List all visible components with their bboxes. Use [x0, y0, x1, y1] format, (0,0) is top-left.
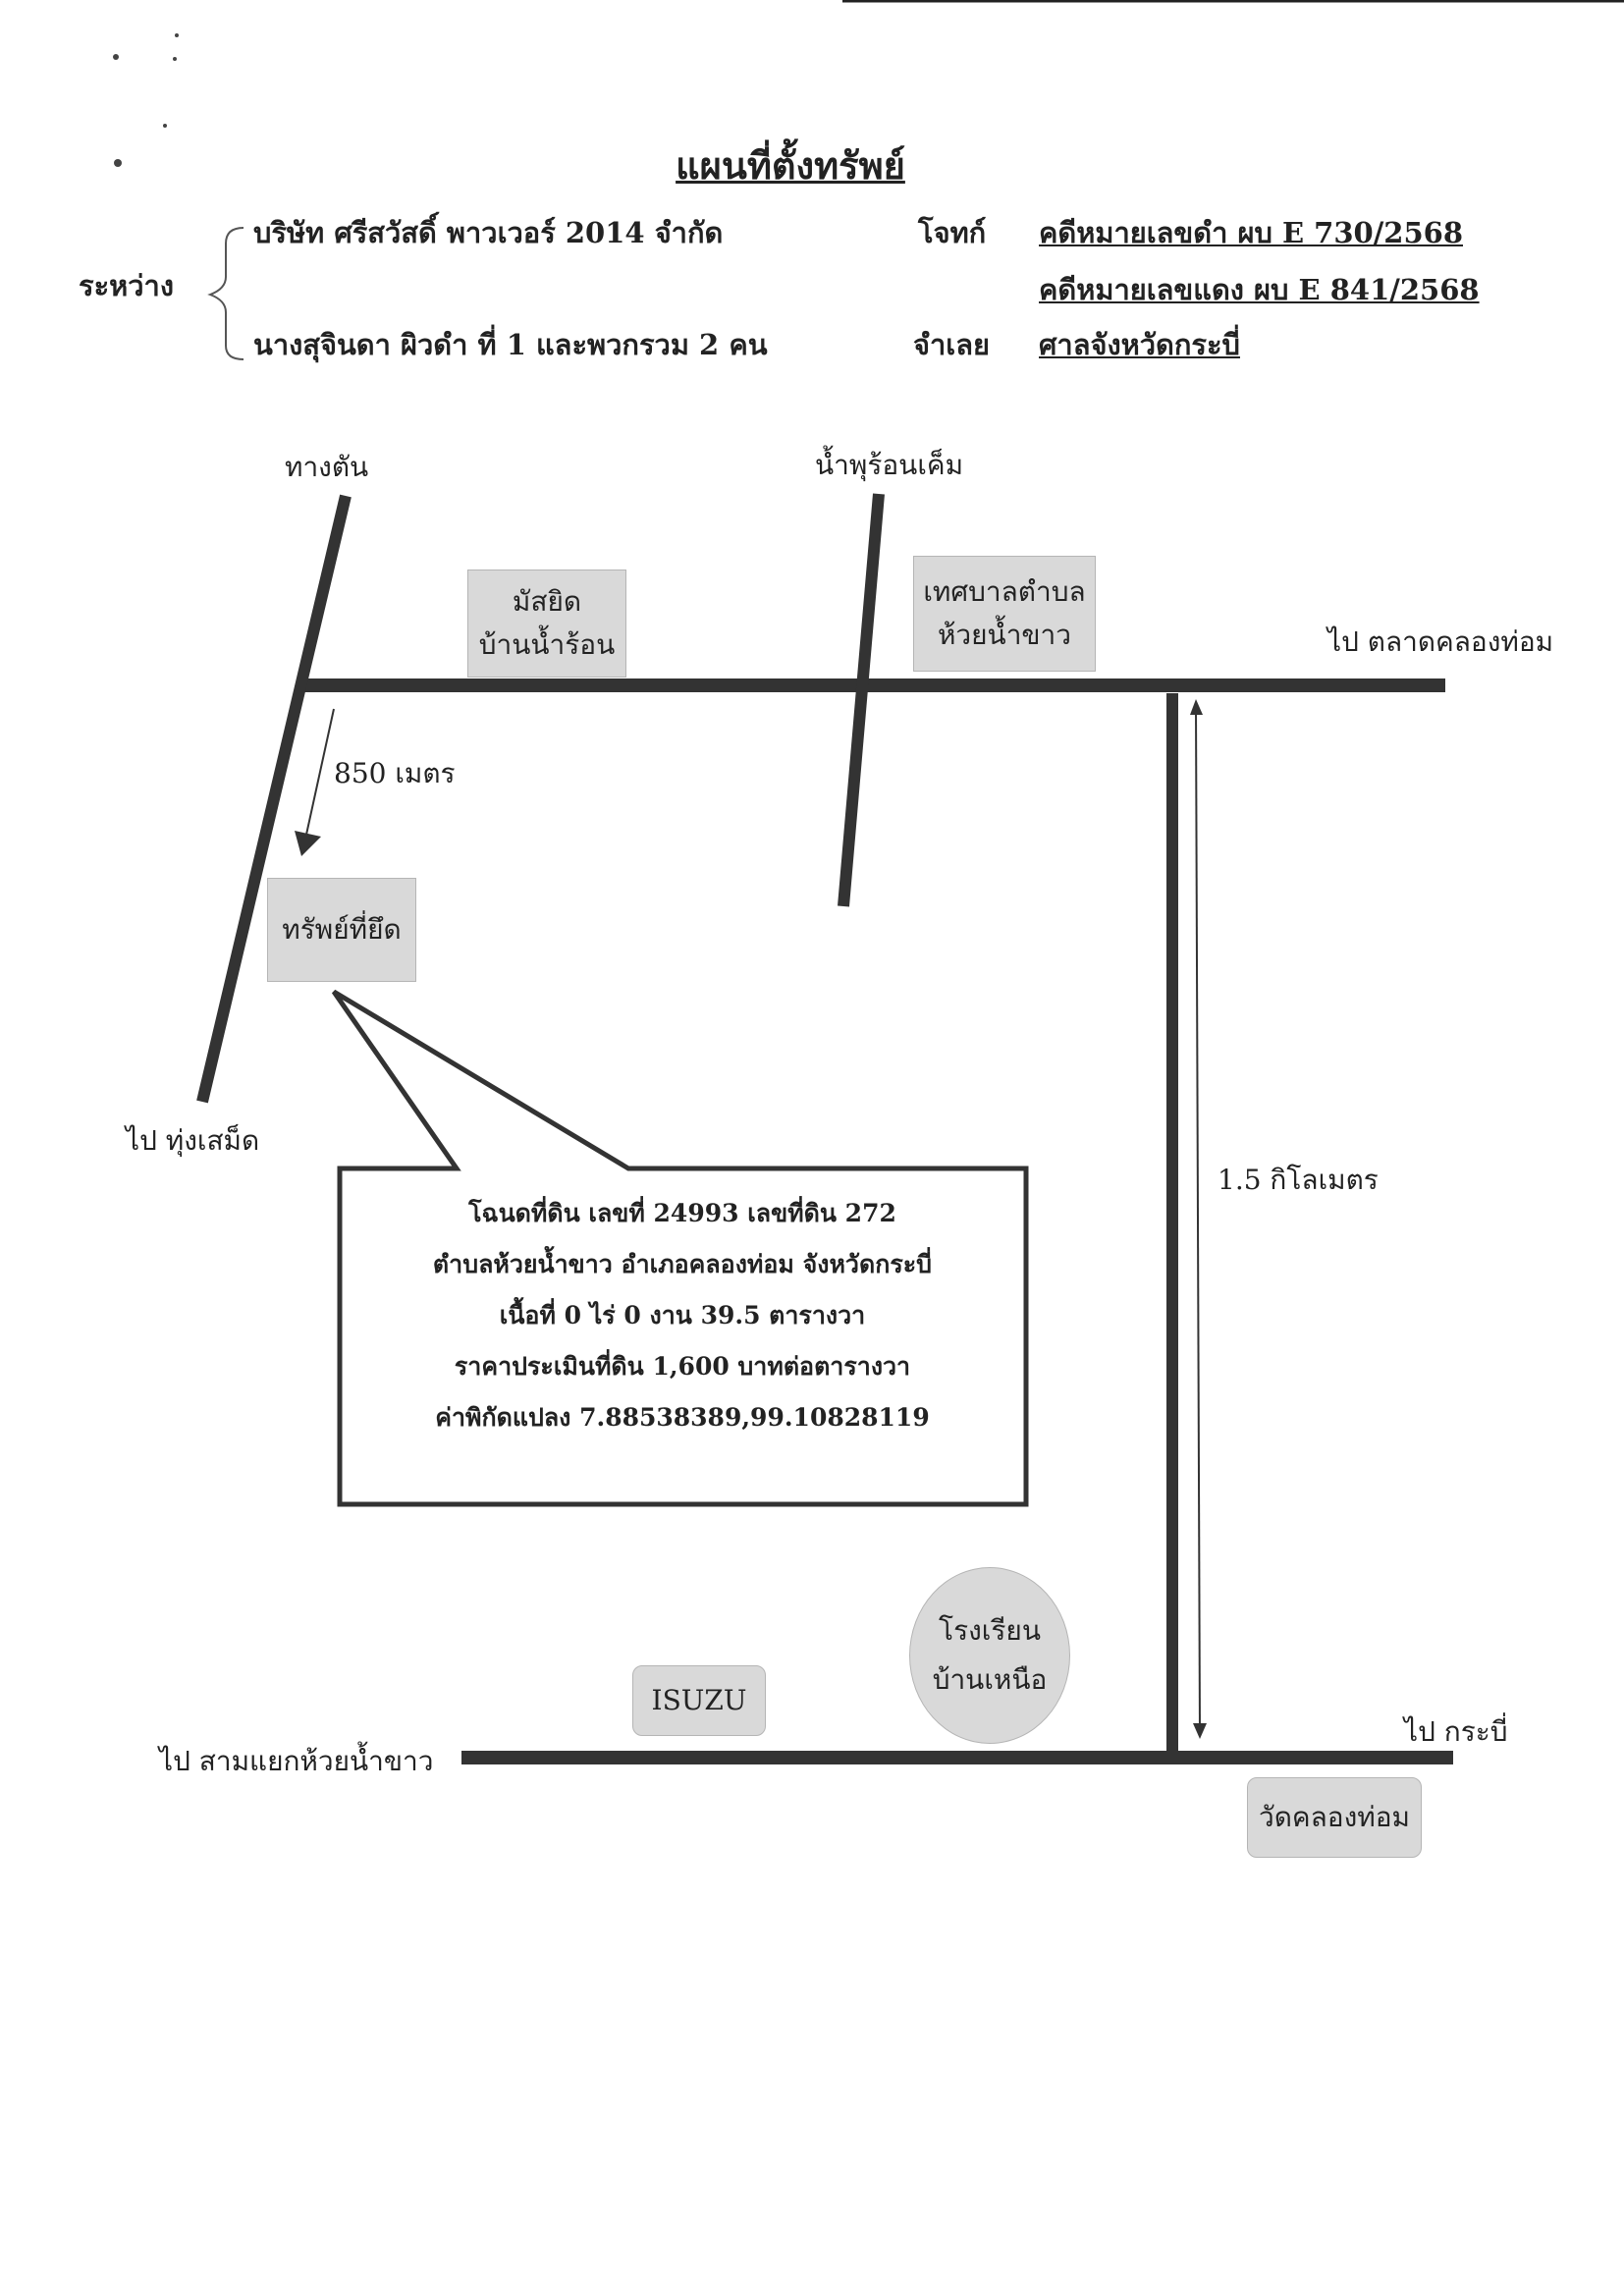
black-case-number: คดีหมายเลขดำ ผบ E 730/2568 — [1039, 216, 1463, 249]
mosque-label-line1: มัสยิด — [512, 585, 582, 618]
landmark-municipality: เทศบาลตำบล ห้วยน้ำขาว — [913, 556, 1096, 672]
label-to-samyaek-huai-nam-khao: ไป สามแยกห้วยน้ำขาว — [159, 1745, 434, 1777]
label-dead-end: ทางตัน — [285, 451, 369, 483]
arrow-850m-head — [295, 831, 321, 856]
seized-property-label: ทรัพย์ที่ยึด — [282, 913, 402, 946]
landmark-temple: วัดคลองท่อม — [1247, 1777, 1422, 1858]
school-label-line1: โรงเรียน — [939, 1614, 1041, 1647]
red-case-number: คดีหมายเลขแดง ผบ E 841/2568 — [1039, 273, 1480, 306]
between-label: ระหว่าง — [79, 269, 174, 302]
label-distance-850m: 850 เมตร — [334, 757, 456, 789]
callout-box — [331, 989, 1029, 1507]
landmark-seized-property: ทรัพย์ที่ยึด — [267, 878, 416, 982]
isuzu-label: ISUZU — [651, 1684, 747, 1716]
landmark-mosque: มัสยิด บ้านน้ำร้อน — [467, 570, 626, 678]
arrow-850m-line — [305, 708, 335, 836]
page-title: แผนที่ตั้งทรัพย์ — [676, 143, 905, 188]
scan-speck — [113, 54, 119, 60]
dimension-15km-line — [1195, 704, 1201, 1734]
landmark-isuzu: ISUZU — [632, 1665, 766, 1736]
court-name: ศาลจังหวัดกระบี่ — [1039, 328, 1240, 361]
callout-area-line: เนื้อที่ 0 ไร่ 0 งาน 39.5 ตารางวา — [499, 1301, 866, 1329]
plaintiff-name: บริษัท ศรีสวัสดิ์ พาวเวอร์ 2014 จำกัด — [253, 216, 724, 249]
label-to-krabi: ไป กระบี่ — [1404, 1715, 1508, 1748]
school-label-line2: บ้านเหนือ — [932, 1663, 1048, 1696]
municipality-label-line1: เทศบาลตำบล — [923, 575, 1086, 608]
scan-speck — [163, 124, 167, 128]
dimension-15km-head-top — [1190, 699, 1203, 715]
defendant-role: จำเลย — [913, 328, 990, 361]
road-diagonal-left — [196, 494, 352, 1104]
plaintiff-role: โจทก์ — [918, 216, 987, 249]
callout-deed-line: โฉนดที่ดิน เลขที่ 24993 เลขที่ดิน 272 — [468, 1199, 896, 1227]
callout-details: โฉนดที่ดิน เลขที่ 24993 เลขที่ดิน 272 ตำ… — [344, 1188, 1021, 1443]
mosque-label-line2: บ้านน้ำร้อน — [478, 628, 616, 661]
label-distance-15km: 1.5 กิโลเมตร — [1218, 1164, 1379, 1196]
dimension-15km-head-bottom — [1193, 1723, 1207, 1739]
header-brace — [207, 227, 244, 360]
landmark-school: โรงเรียน บ้านเหนือ — [909, 1567, 1070, 1744]
callout-location-line: ตำบลห้วยน้ำขาว อำเภอคลองท่อม จังหวัดกระบ… — [432, 1250, 933, 1278]
temple-label: วัดคลองท่อม — [1258, 1801, 1410, 1833]
callout-appraisal-line: ราคาประเมินที่ดิน 1,600 บาทต่อตารางวา — [454, 1352, 911, 1381]
road-hot-spring — [838, 493, 885, 907]
defendant-name: นางสุจินดา ผิวดำ ที่ 1 และพวกรวม 2 คน — [253, 328, 768, 361]
label-hot-spring: น้ำพุร้อนเค็ม — [815, 449, 964, 481]
scan-speck — [175, 33, 179, 37]
municipality-label-line2: ห้วยน้ำขาว — [937, 619, 1072, 651]
label-to-thung-samet: ไป ทุ่งเสม็ด — [126, 1124, 260, 1157]
scan-speck — [173, 57, 177, 61]
label-to-talat-khlong-thom: ไป ตลาดคลองท่อม — [1327, 625, 1554, 658]
callout-coordinates-line: ค่าพิกัดแปลง 7.88538389,99.10828119 — [435, 1403, 930, 1432]
scan-speck — [114, 159, 122, 167]
